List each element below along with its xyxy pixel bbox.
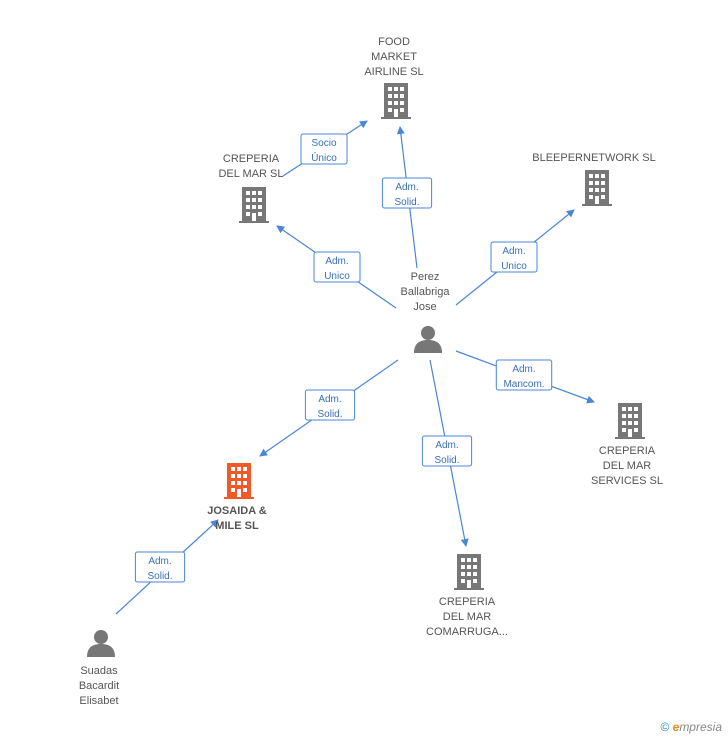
relation-label-box (300, 133, 348, 165)
relation-label-line: Socio (311, 138, 336, 149)
node-label-line: COMARRUGA... (426, 626, 508, 638)
relation-label-box (381, 177, 433, 209)
node-label-line: AIRLINE SL (364, 66, 423, 78)
relation-label-line: Unico (501, 261, 527, 272)
relation-label-box (313, 251, 361, 283)
relation-label-line: Adm. (318, 394, 341, 405)
brand-initial: e (672, 720, 680, 734)
node-label-line: Perez (411, 271, 440, 283)
node-label-line: Bacardit (79, 680, 119, 692)
relation-label-line: Mancom. (503, 379, 544, 390)
building-icon (582, 170, 612, 206)
relation-label-line: Unico (324, 271, 350, 282)
node-label-line: MILE SL (215, 520, 259, 532)
nodes-layer: FOOD MARKET AIRLINE SL CREPERIA DEL MAR SL BL… (79, 36, 663, 707)
node-label-line: BLEEPERNETWORK SL (532, 152, 655, 164)
edge-labels-layer: Adm.Solid.SocioÚnicoAdm.UnicoAdm.UnicoAd… (134, 133, 553, 583)
copyright-footer: © empresia (660, 720, 722, 734)
building-icon (615, 403, 645, 439)
node-label-line: FOOD (378, 36, 410, 48)
node-label-line: Elisabet (79, 695, 118, 707)
relation-label-box (495, 359, 553, 391)
person-icon (87, 630, 115, 657)
relation-label-box (490, 241, 538, 273)
relation-label-perez-to-bleeper[interactable]: Adm. Unico (490, 241, 538, 273)
node-crep_mar[interactable]: CREPERIA DEL MAR SL (218, 153, 284, 223)
relation-label-line: Adm. (502, 246, 525, 257)
node-food[interactable]: FOOD MARKET AIRLINE SL (364, 36, 424, 119)
brand-rest: mpresia (679, 720, 722, 734)
node-crep_services[interactable]: CREPERIA DEL MAR SERVICES SL (591, 403, 663, 487)
relation-label-box (134, 551, 186, 583)
node-label-line: Ballabriga (401, 286, 451, 298)
relation-label-perez-to-food[interactable]: Adm. Solid. (381, 177, 433, 209)
relation-label-box (421, 435, 473, 467)
node-label-line: SERVICES SL (591, 475, 663, 487)
building-icon (239, 187, 269, 223)
relation-label-perez-to-crep_comarruga[interactable]: Adm. Solid. (421, 435, 473, 467)
relation-label-line: Adm. (395, 182, 418, 193)
relation-label-line: Adm. (325, 256, 348, 267)
relation-label-line: Solid. (317, 409, 342, 420)
relation-label-suadas-to-josaida[interactable]: Adm. Solid. (134, 551, 186, 583)
empresia-logo[interactable]: empresia (673, 720, 722, 734)
relation-label-perez-to-crep_mar[interactable]: Adm. Unico (313, 251, 361, 283)
relation-label-perez-to-crep_services[interactable]: Adm. Mancom. (495, 359, 553, 391)
building-icon (381, 83, 411, 119)
building-icon (224, 463, 254, 499)
person-icon (414, 326, 442, 353)
relation-label-line: Solid. (434, 455, 459, 466)
relation-label-line: Adm. (435, 440, 458, 451)
building-icon (454, 554, 484, 590)
relation-label-box (304, 389, 356, 421)
node-label-line: CREPERIA (439, 596, 496, 608)
relation-label-perez-to-josaida[interactable]: Adm. Solid. (304, 389, 356, 421)
node-josaida[interactable]: JOSAIDA & MILE SL (207, 463, 267, 532)
node-label-line: Jose (413, 301, 436, 313)
relation-label-line: Solid. (394, 197, 419, 208)
node-label-line: DEL MAR (603, 460, 652, 472)
relation-label-line: Único (311, 151, 337, 164)
node-label-line: MARKET (371, 51, 417, 63)
node-label-line: DEL MAR SL (218, 168, 283, 180)
node-label-line: CREPERIA (599, 445, 656, 457)
node-label-line: CREPERIA (223, 153, 280, 165)
node-label-line: JOSAIDA & (207, 505, 267, 517)
relation-label-line: Solid. (147, 571, 172, 582)
node-label-line: DEL MAR (443, 611, 492, 623)
node-label-line: Suadas (80, 665, 118, 677)
relation-label-line: Adm. (512, 364, 535, 375)
relation-label-line: Adm. (148, 556, 171, 567)
node-bleeper[interactable]: BLEEPERNETWORK SL (532, 152, 656, 206)
copyright-symbol: © (660, 720, 670, 734)
node-crep_comarruga[interactable]: CREPERIA DEL MAR COMARRUGA... (426, 554, 508, 638)
